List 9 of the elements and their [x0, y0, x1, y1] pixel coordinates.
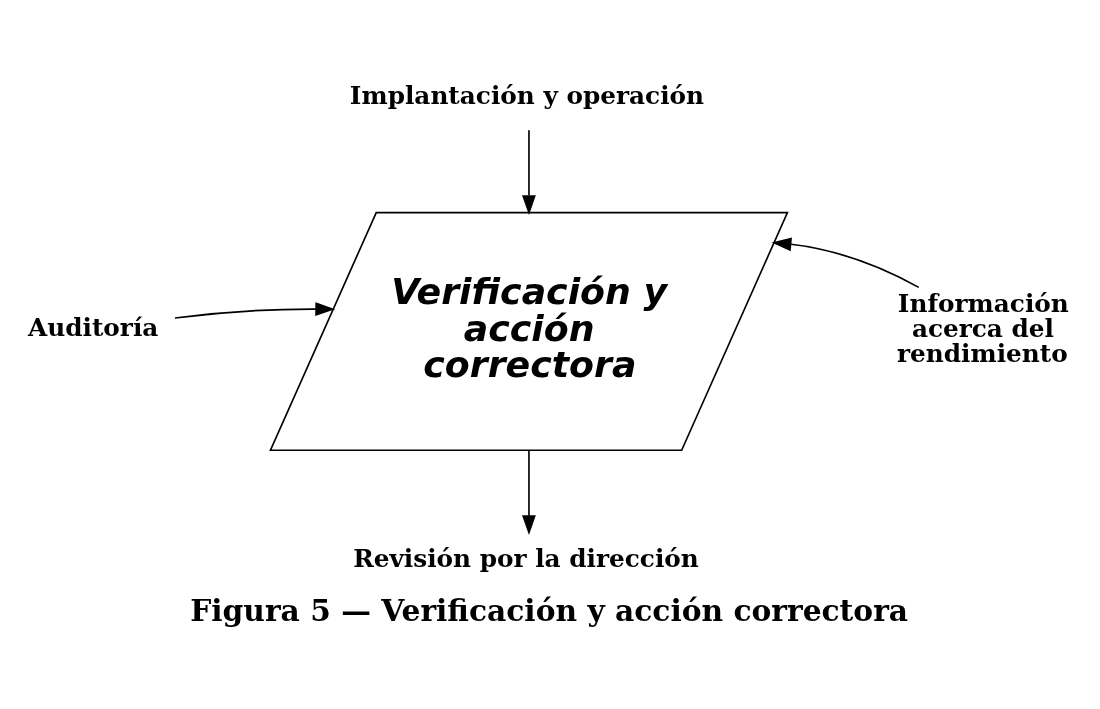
- node-text: Implantación y operación: [349, 81, 705, 111]
- node-text: Auditoría: [28, 312, 159, 342]
- caption: Figura 5 — Verificación y acción correctora: [190, 592, 909, 628]
- node-text: Información acerca del rendimiento: [897, 289, 1069, 368]
- arrow: [771, 237, 920, 289]
- node-text: Revisión por la dirección: [353, 543, 699, 573]
- arrow: [522, 129, 536, 215]
- arrow: [174, 302, 336, 319]
- arrow: [522, 449, 536, 536]
